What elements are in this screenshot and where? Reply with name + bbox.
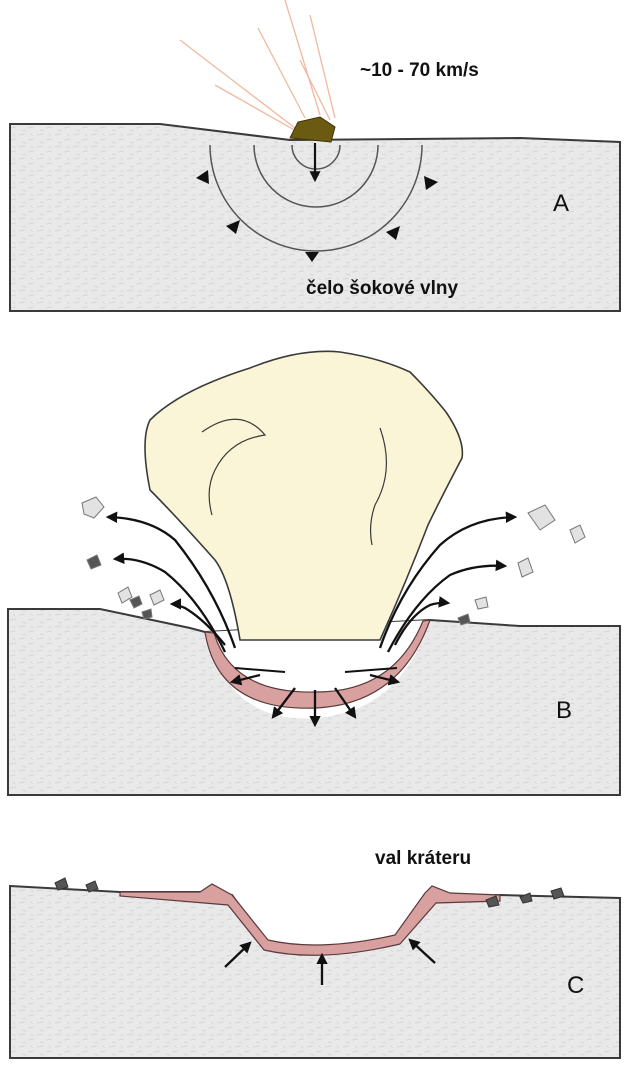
panel-letter-c: C [567, 972, 585, 999]
panel-letter-a: A [553, 190, 570, 217]
melt-layer [204, 619, 431, 709]
ground-block-c [9, 884, 621, 1059]
speed-label: ~10 - 70 km/s [360, 60, 479, 81]
shock-front-label: čelo šokové vlny [306, 278, 459, 299]
crater-rim-label: val kráteru [375, 848, 472, 869]
inner-flow-lines [234, 667, 398, 673]
vapor-plume [144, 350, 464, 641]
panel-letter-b: B [556, 697, 573, 724]
rim-debris [54, 877, 565, 908]
ejecta-arrows [105, 511, 518, 728]
shock-front-markers [196, 170, 438, 262]
rim-arrows [224, 938, 436, 985]
meteor [289, 116, 336, 143]
plume-inner-lines [201, 418, 387, 546]
panel-c [9, 877, 621, 1059]
ejecta-fragments [81, 496, 586, 626]
light-rays [179, 0, 336, 133]
panel-a [9, 0, 621, 312]
crater-rim-melt [119, 883, 501, 956]
ground-block-a [9, 123, 621, 312]
panel-b [7, 350, 621, 796]
